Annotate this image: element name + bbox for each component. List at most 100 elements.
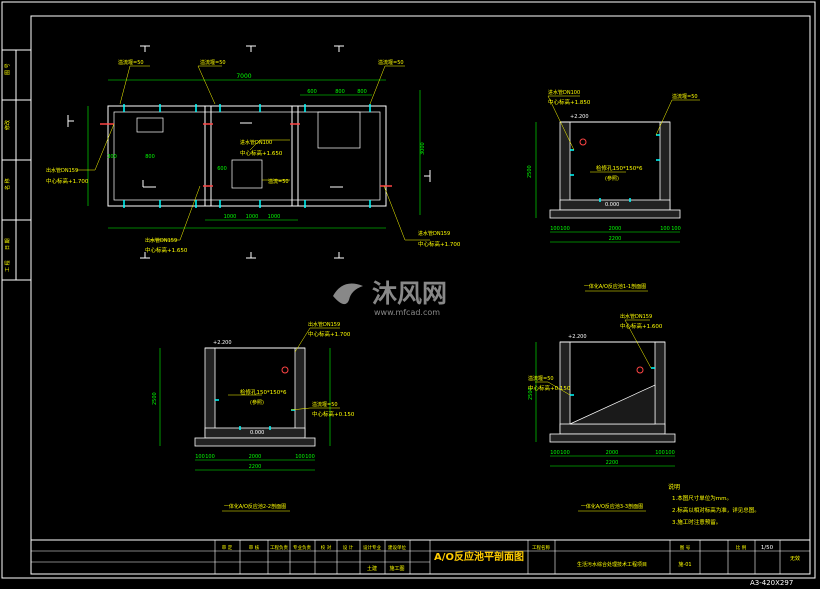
logo-icon [333, 283, 363, 305]
s2-callout: 检修孔150*150*6 [240, 388, 287, 396]
watermark-text: 沐风网 [372, 279, 447, 308]
s1-dim: 100 [671, 226, 681, 232]
tb-cell: 建设单位 [388, 544, 406, 551]
s3-level-top: +2.200 [568, 334, 587, 340]
plan-outer-wall [107, 105, 387, 207]
s1-level-top: +2.200 [570, 114, 589, 120]
plan-callout: 中心标高+1.650 [240, 149, 283, 157]
s3-dim: 100 [655, 450, 665, 456]
plan-callout: 溢流堰=50 [200, 59, 226, 66]
s3-dim: 100 [550, 450, 560, 456]
plan-total-width: 7000 [236, 73, 251, 80]
s3-caption: 一体化A/O反应池3-3剖面图 [581, 503, 643, 510]
tb-cell: 审 定 [222, 544, 233, 551]
tb-cell: 设计专业 [363, 544, 381, 551]
s1-level-bottom: 0.000 [605, 202, 619, 208]
section-2-2: 2500 100 100 2000 100 100 2200 +2.200 0.… [152, 321, 355, 512]
left-strip-label: 名 称 [4, 178, 11, 190]
watermark-url: www.mfcad.com [374, 308, 440, 317]
left-strip: 图 号 修改 名 称 日 期 工 程 [2, 49, 31, 281]
s1-caption: 一体化A/O反应池1-1剖面图 [584, 283, 646, 290]
plan-seg-top: 600 [307, 89, 317, 95]
tb-cell: 设 计 [343, 544, 354, 551]
notes-item: 3.施工时注意预留。 [672, 518, 721, 526]
plan-callout: 溢流堰=50 [118, 59, 144, 66]
plan-seg-bottom: 1000 [268, 214, 281, 220]
left-strip-label: 修改 [4, 120, 11, 130]
project-name: 生活污水综合处理技术工程项目 [577, 561, 647, 568]
notes-item: 2.标高以相对标高为准，详见总图。 [672, 506, 760, 514]
s2-dim: 100 [195, 454, 205, 460]
notes: 说明 1.本图尺寸单位为mm。 2.标高以相对标高为准，详见总图。 3.施工时注… [668, 483, 760, 526]
paper-size: A3-420X297 [750, 579, 793, 587]
tb-cell: 工程名称 [532, 544, 550, 551]
left-strip-label: 日 期 [5, 238, 11, 250]
plan-inner-dim: 300 [107, 154, 117, 160]
notes-heading: 说明 [668, 483, 680, 491]
plan-callout: 出水管DN159 [46, 167, 78, 174]
s2-dim: 100 [205, 454, 215, 460]
s3-total: 2200 [606, 460, 619, 466]
drawing-no-label: 图 号 [680, 545, 691, 551]
tb-cell: 工程负责 [270, 544, 288, 551]
plan-inner-dim: 600 [217, 166, 227, 172]
plan-callout: 进水管DN100 [240, 139, 272, 146]
s2-caption: 一体化A/O反应池2-2剖面图 [224, 503, 286, 510]
s3-callout: 中心标高+0.150 [528, 384, 571, 392]
s3-callout: 中心标高+1.600 [620, 322, 663, 330]
plan-height: 3000 [420, 142, 426, 155]
s1-callout: 进水管DN100 [548, 89, 580, 96]
tb-cell: 土建 [367, 565, 377, 572]
s2-dim: 2000 [249, 454, 262, 460]
plan-callout: 中心标高+1.650 [145, 246, 188, 254]
plan-view: 7000 600 800 800 1000 1000 1000 3000 800… [46, 45, 461, 259]
s2-dim: 100 [305, 454, 315, 460]
left-strip-label: 图 号 [5, 63, 11, 75]
scale-label: 比 例 [736, 544, 747, 551]
plan-seg-top: 800 [335, 89, 345, 95]
outer-frame [1, 1, 816, 579]
tb-cell: 施工图 [389, 565, 404, 572]
s1-callout: 检修孔150*150*6 [596, 164, 643, 172]
drawing-title: A/O反应池平剖面图 [434, 550, 524, 563]
s3-dim: 100 [665, 450, 675, 456]
status: 无效 [790, 555, 800, 562]
plan-inner-wall [113, 111, 381, 201]
s1-dim: 100 [660, 226, 670, 232]
s2-level-bottom: 0.000 [250, 430, 264, 436]
left-strip-label: 工 程 [4, 260, 11, 272]
s3-callout: 出水管DN159 [620, 313, 652, 320]
s2-dim: 100 [295, 454, 305, 460]
s1-dim: 100 [550, 226, 560, 232]
s2-callout: 中心标高+1.700 [308, 330, 351, 338]
notes-item: 1.本图尺寸单位为mm。 [672, 494, 732, 502]
plan-callout: 中心标高+1.700 [46, 177, 89, 185]
tb-cell: 专业负责 [293, 544, 311, 551]
plan-callout: 中心标高+1.700 [418, 240, 461, 248]
tb-cell: 校 对 [321, 544, 332, 551]
drawing-no: 施-01 [678, 561, 691, 568]
section-1-1: 2500 100 100 2000 100 100 2200 +2.200 0.… [527, 89, 700, 292]
plan-callout: 进水管DN159 [418, 230, 450, 237]
s1-total: 2200 [609, 236, 622, 242]
title-block: 审 定 审 核 工程负责 专业负责 校 对 设 计 设计专业 建设单位 土建 施… [30, 539, 811, 575]
s2-callout: (参照) [250, 399, 264, 406]
watermark: 沐风网 www.mfcad.com [333, 279, 447, 317]
plan-callout: 出水管DN159 [145, 237, 177, 244]
s1-callout: 中心标高+1.850 [548, 98, 591, 106]
scale-value: 1/50 [761, 545, 774, 551]
s1-callout: (参照) [605, 175, 619, 182]
plan-seg-bottom: 1000 [224, 214, 237, 220]
s3-dim: 2000 [606, 450, 619, 456]
section-3-3: 2500 100 100 2000 100 100 2200 +2.200 出水… [528, 313, 676, 512]
plan-seg-top: 800 [357, 89, 367, 95]
s2-callout: 出水管DN159 [308, 321, 340, 328]
s3-height: 2500 [528, 387, 534, 400]
s2-level-top: +2.200 [213, 340, 232, 346]
plan-seg-bottom: 1000 [246, 214, 259, 220]
plan-callout: 溢流=50 [268, 178, 289, 185]
s3-callout: 溢流堰=50 [528, 375, 554, 382]
s3-dim: 100 [560, 450, 570, 456]
plan-inner-dim: 800 [145, 154, 155, 160]
